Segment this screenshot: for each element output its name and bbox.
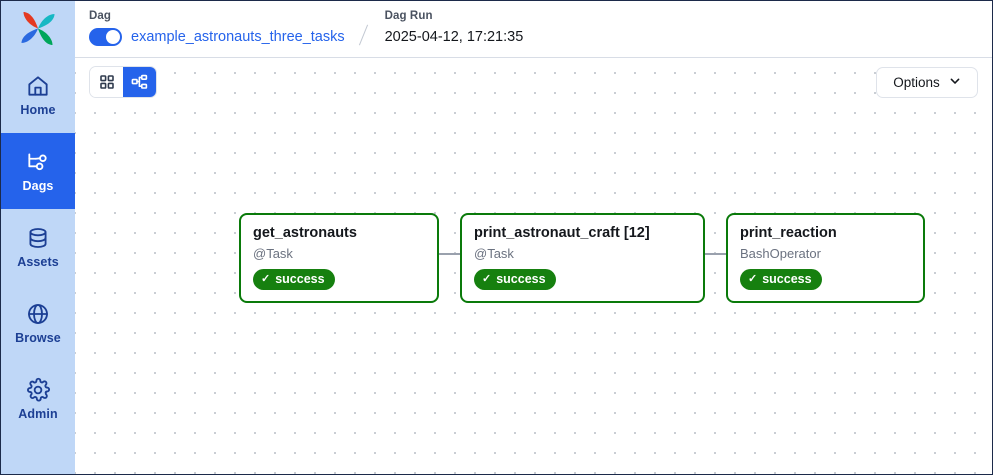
assets-icon (25, 225, 51, 251)
dag-run-label: Dag Run (384, 10, 433, 22)
node-subtitle: BashOperator (740, 245, 821, 261)
dag-label: Dag (89, 10, 112, 22)
graph-node-get-astronauts[interactable]: get_astronauts @Task ✓ success (239, 213, 439, 303)
sidebar: Home Dags (1, 1, 75, 474)
chevron-down-icon (949, 75, 961, 90)
graph-node-print-astronaut-craft[interactable]: print_astronaut_craft [12] @Task ✓ succe… (460, 213, 705, 303)
status-badge-label: success (496, 272, 546, 287)
node-subtitle: @Task (253, 245, 293, 261)
status-badge-label: success (275, 272, 325, 287)
sidebar-item-home[interactable]: Home (1, 57, 75, 133)
admin-gear-icon (25, 377, 51, 403)
status-badge: ✓ success (740, 268, 822, 290)
dag-name-link[interactable]: example_astronauts_three_tasks (131, 29, 345, 45)
edge-get-astronauts-to-print-astronaut-craft (439, 253, 461, 255)
sidebar-item-label-assets: Assets (17, 255, 59, 270)
options-button[interactable]: Options (876, 66, 978, 98)
status-badge: ✓ success (474, 268, 556, 290)
edge-print-astronaut-craft-to-print-reaction (705, 253, 727, 255)
sidebar-item-label-admin: Admin (18, 407, 58, 422)
graph-node-print-reaction[interactable]: print_reaction BashOperator ✓ success (726, 213, 925, 303)
node-subtitle: @Task (474, 245, 514, 261)
dag-pause-toggle[interactable] (89, 28, 122, 46)
grid-view-button[interactable] (90, 67, 123, 97)
sidebar-item-browse[interactable]: Browse (1, 285, 75, 361)
dags-icon (25, 149, 51, 175)
breadcrumb-separator (345, 10, 385, 57)
status-badge: ✓ success (253, 268, 335, 290)
home-icon (25, 73, 51, 99)
breadcrumb-dag: Dag example_astronauts_three_tasks (89, 10, 345, 48)
sidebar-item-label-home: Home (20, 103, 56, 118)
graph-view-button[interactable] (123, 67, 156, 97)
browse-icon (25, 301, 51, 327)
main-area: Dag example_astronauts_three_tasks Dag R… (75, 1, 992, 474)
node-title: print_astronaut_craft [12] (474, 225, 650, 241)
graph-canvas[interactable]: get_astronauts @Task ✓ success print_ast… (75, 58, 992, 474)
sidebar-item-dags[interactable]: Dags (1, 133, 75, 209)
node-title: get_astronauts (253, 225, 357, 241)
sidebar-item-assets[interactable]: Assets (1, 209, 75, 285)
options-button-label: Options (893, 74, 940, 90)
grid-view-icon (99, 74, 115, 90)
check-icon: ✓ (261, 272, 271, 285)
sidebar-item-label-browse: Browse (15, 331, 61, 346)
airflow-pinwheel-logo-icon (21, 12, 55, 45)
graph-view-icon (131, 74, 148, 91)
airflow-logo[interactable] (1, 1, 75, 57)
status-badge-label: success (762, 272, 812, 287)
node-title: print_reaction (740, 225, 837, 241)
breadcrumb-dag-run: Dag Run 2025-04-12, 17:21:35 (385, 10, 524, 48)
sidebar-item-label-dags: Dags (22, 179, 54, 194)
view-switcher (89, 66, 157, 98)
dag-run-timestamp: 2025-04-12, 17:21:35 (384, 29, 524, 45)
sidebar-item-admin[interactable]: Admin (1, 361, 75, 437)
check-icon: ✓ (482, 272, 492, 285)
breadcrumb-header: Dag example_astronauts_three_tasks Dag R… (75, 1, 992, 58)
check-icon: ✓ (748, 272, 758, 285)
graph-toolbar: Options (75, 58, 992, 106)
